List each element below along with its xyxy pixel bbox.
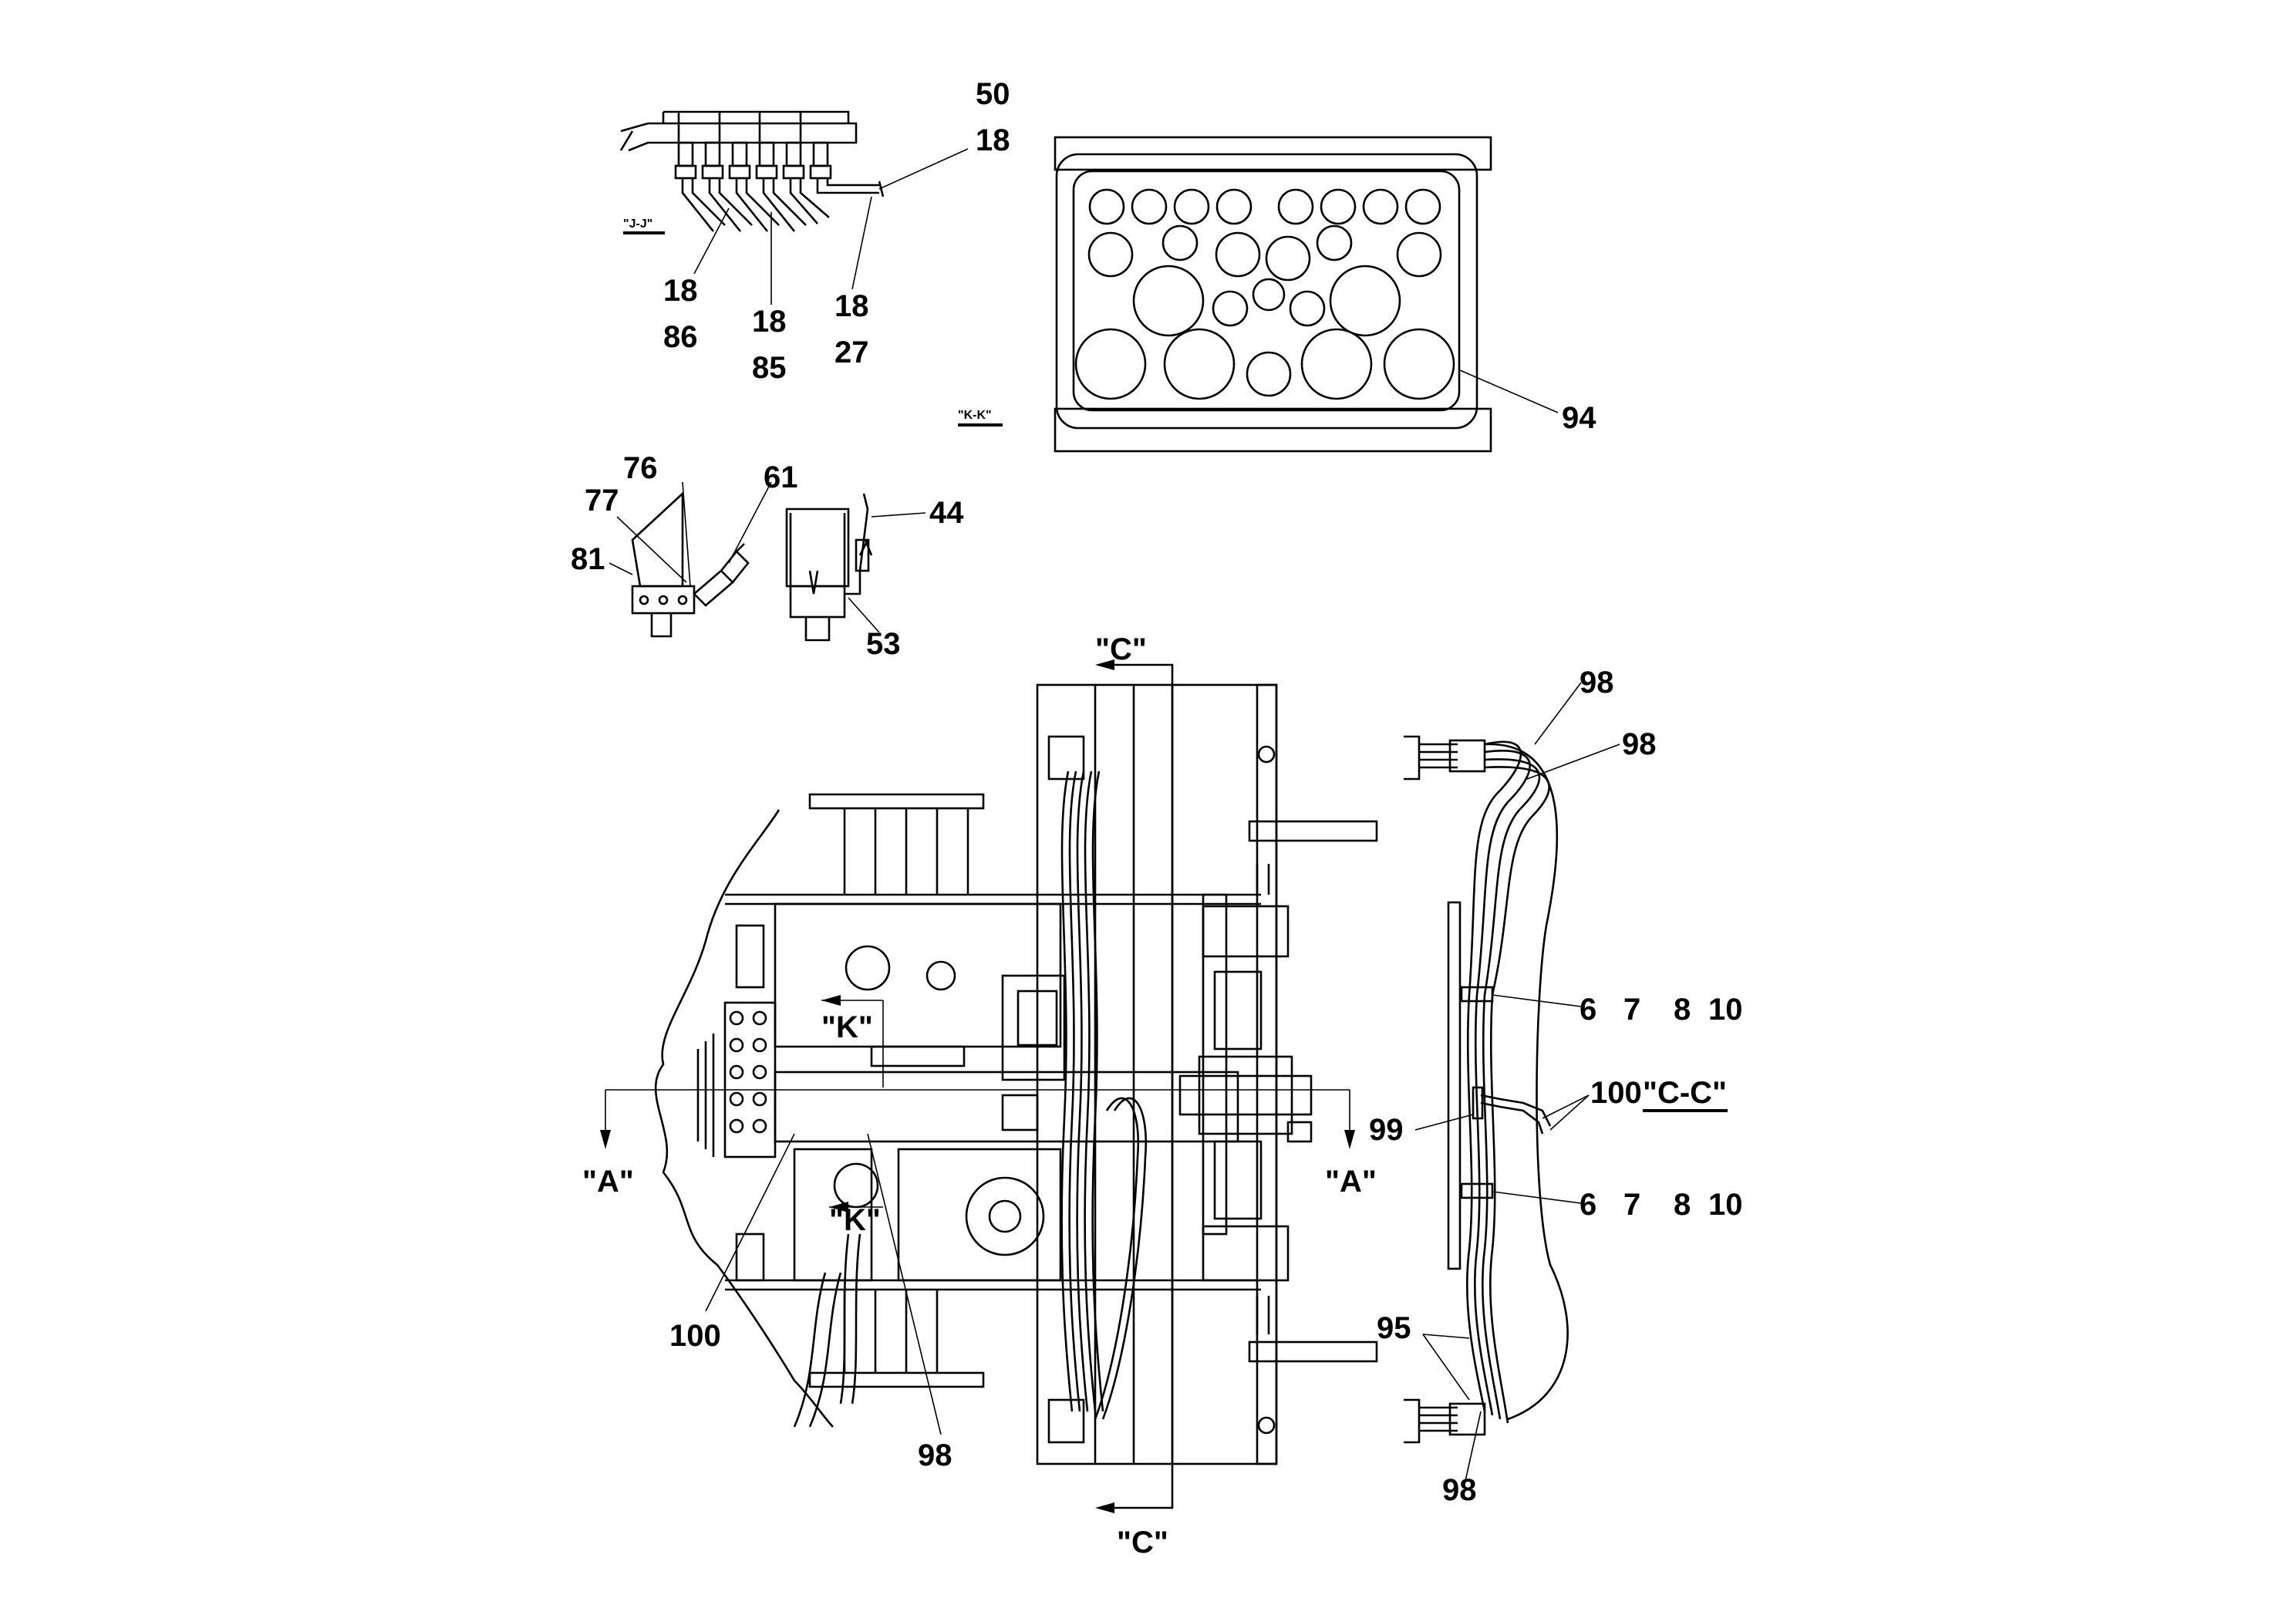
cc-bottom-fittings	[1404, 1398, 1486, 1444]
main-label-c-top: "C"	[1095, 632, 1147, 666]
detail-label-76: 76	[623, 451, 658, 485]
cc-top-fittings	[1404, 735, 1486, 781]
hoses-jj	[681, 178, 885, 232]
view-valve-detail: 76 61 77 81 44 53	[571, 451, 964, 661]
cc-label-98-a: 98	[1580, 666, 1614, 700]
cc-label-99: 99	[1369, 1113, 1404, 1147]
main-label-a-left: "A"	[582, 1165, 634, 1199]
cc-label-8-a: 8	[1674, 993, 1691, 1027]
jj-label-18-c: 18	[752, 305, 787, 339]
detail-label-81: 81	[571, 542, 605, 576]
cc-hoses	[1465, 740, 1569, 1424]
cc-label-98-b: 98	[1622, 727, 1657, 761]
cc-label-10-b: 10	[1708, 1188, 1743, 1222]
cc-label-8-b: 8	[1674, 1188, 1691, 1222]
cc-label-98-c: 98	[1442, 1473, 1477, 1507]
main-label-100: 100	[669, 1319, 721, 1353]
cc-label-10-a: 10	[1708, 993, 1743, 1027]
kk-label-94: 94	[1562, 401, 1596, 435]
view-main: "C" "C" "K" "K" "A" "A" 100 98	[582, 632, 1378, 1560]
cc-section-label: "C-C"	[1643, 1076, 1727, 1110]
main-label-k-bottom: "K"	[829, 1203, 881, 1237]
detail-label-44: 44	[929, 496, 964, 530]
view-jj: "J-J" 50 18 18 86 18 85 18 27	[619, 77, 1010, 385]
jj-label-85: 85	[752, 351, 787, 385]
view-kk: "K-K" 94	[958, 136, 1596, 453]
cc-label-6-a: 6	[1580, 993, 1596, 1027]
view-cc: 98 98 6 7 8 10 100 99 6 7 8 10 95 98 "C-…	[1369, 666, 1743, 1507]
jj-label-50: 50	[976, 77, 1010, 111]
manifold-fittings	[674, 112, 832, 180]
main-label-k-top: "K"	[821, 1010, 873, 1044]
cc-label-100: 100	[1590, 1076, 1642, 1110]
main-label-c-bottom: "C"	[1117, 1526, 1168, 1560]
grommet-holes	[1074, 188, 1455, 400]
detail-label-53: 53	[866, 627, 901, 661]
jj-label-27: 27	[834, 336, 869, 369]
jj-label-18-a: 18	[976, 123, 1010, 157]
jj-label-86: 86	[663, 320, 698, 354]
valve-ports	[729, 1010, 767, 1134]
main-label-a-right: "A"	[1325, 1165, 1377, 1199]
cc-label-6-b: 6	[1580, 1188, 1596, 1222]
detail-label-77: 77	[585, 484, 619, 518]
kk-section-label: "K-K"	[958, 409, 992, 422]
cc-label-7-a: 7	[1623, 993, 1640, 1027]
jj-label-18-d: 18	[834, 289, 869, 323]
jj-section-label: "J-J"	[623, 218, 652, 231]
cc-label-95: 95	[1377, 1311, 1411, 1345]
jj-label-18-b: 18	[663, 274, 698, 308]
main-label-98: 98	[918, 1438, 952, 1472]
detail-label-61: 61	[764, 460, 798, 494]
cc-label-7-b: 7	[1623, 1188, 1640, 1222]
